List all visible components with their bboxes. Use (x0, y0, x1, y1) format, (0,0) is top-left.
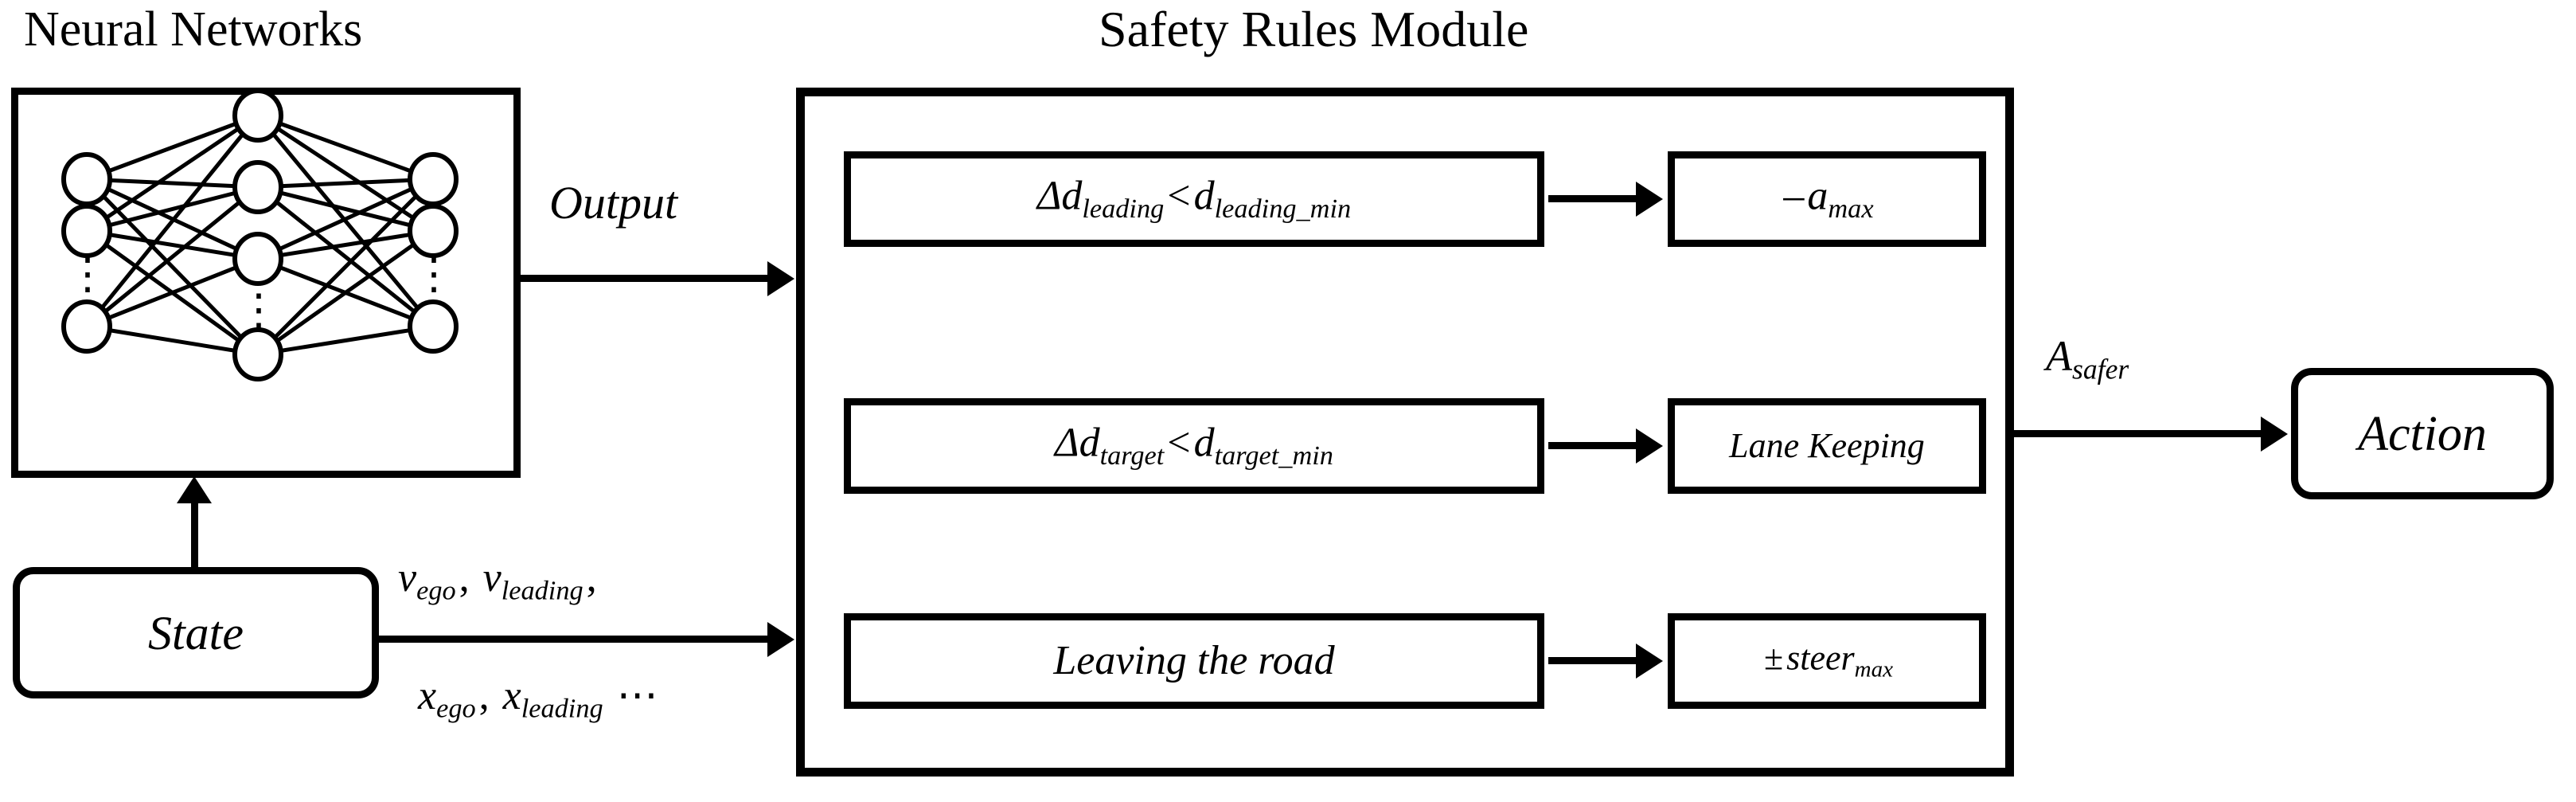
action-label: Action (2358, 406, 2487, 461)
neural-network-graph (61, 88, 459, 381)
state-var-4-base: x (502, 673, 521, 718)
state-var-3-sub: ego (436, 693, 476, 724)
a-safer-label: Asafer (2046, 334, 2129, 384)
state-label: State (148, 606, 244, 659)
safety-rules-module-title: Safety Rules Module (1099, 1, 1529, 57)
rule-1-rhs-sub: leading_min (1214, 193, 1352, 224)
rule-1-operator: < (1167, 173, 1191, 219)
rule-2-rhs-base: d (1193, 420, 1215, 466)
nn-node-input-2 (61, 204, 112, 258)
rule-2-lhs-sub: target (1099, 440, 1165, 471)
rule-1-rhs-base: d (1193, 173, 1215, 219)
nn-output-ellipsis-icon: ⋮ (412, 250, 455, 298)
nn-node-output-3 (408, 299, 459, 354)
output-label: Output (549, 177, 678, 229)
arrow-line-safety-rules-module-to-action (2014, 430, 2262, 437)
nn-node-hidden-4 (232, 327, 283, 381)
arrow-line-state-to-neural-network (191, 502, 198, 567)
arrowhead-state-to-safety-rules-module-icon (767, 622, 794, 657)
state-var-4-sub: leading (521, 693, 603, 724)
act-2-base: Lane Keeping (1729, 426, 1925, 465)
act-1-prefix: – (1783, 173, 1805, 219)
rule-1-lhs-sub: leading (1082, 193, 1165, 224)
rule-2-lhs-base: Δd (1055, 420, 1100, 466)
rule-condition-label-2: Δdtarget<dtarget_min (851, 420, 1537, 471)
state-box: State (13, 567, 379, 698)
arrowhead-rule-3-to-action-3-icon (1636, 644, 1663, 679)
state-var-1-base: v (398, 555, 417, 601)
rule-2-operator: < (1167, 420, 1191, 466)
state-var-2-sub: leading (501, 575, 584, 606)
nn-input-ellipsis-icon: ⋮ (66, 250, 109, 298)
neural-networks-title: Neural Networks (24, 2, 363, 57)
rule-action-label-2: Lane Keeping (1675, 428, 1979, 464)
state-var-2-base: v (482, 555, 502, 601)
rule-2-rhs-sub: target_min (1214, 440, 1333, 471)
rule-3-lhs-base: Leaving the road (1053, 638, 1335, 683)
state-var-2-sep: , (586, 555, 597, 601)
a-safer-base: A (2046, 332, 2072, 380)
rule-condition-box-1: Δdleading<dleading_min (844, 151, 1544, 247)
rule-action-label-1: –amax (1675, 173, 1979, 224)
nn-hidden-ellipsis-icon: ⋮ (237, 286, 280, 334)
state-var-1-sep: , (459, 555, 480, 601)
rule-1-lhs-base: Δd (1036, 173, 1083, 219)
nn-node-hidden-1 (232, 88, 283, 143)
state-var-3-base: x (418, 673, 437, 718)
rule-condition-box-2: Δdtarget<dtarget_min (844, 398, 1544, 494)
nn-node-output-2 (408, 204, 459, 258)
nn-node-hidden-2 (232, 160, 283, 214)
nn-node-input-1 (61, 152, 112, 206)
rule-action-label-3: ±steermax (1675, 638, 1979, 683)
arrowhead-neural-network-to-safety-rules-module-icon (767, 261, 794, 296)
act-3-base: steer (1786, 638, 1855, 678)
state-var-4-sep: ⋯ (606, 673, 658, 718)
arrowhead-safety-rules-module-to-action-icon (2261, 417, 2288, 452)
a-safer-sub: safer (2072, 353, 2129, 385)
arrowhead-rule-1-to-action-1-icon (1636, 182, 1663, 217)
arrowhead-state-to-neural-network-icon (177, 476, 212, 503)
arrow-line-rule-3-to-action-3 (1548, 657, 1637, 664)
nn-edges (85, 113, 435, 357)
rule-condition-label-1: Δdleading<dleading_min (851, 173, 1537, 224)
arrow-line-state-to-safety-rules-module (379, 636, 769, 643)
arrow-line-rule-2-to-action-2 (1548, 442, 1637, 449)
nn-node-input-3 (61, 299, 112, 354)
state-variables-label-line-2: xego, xleading ⋯ (418, 675, 662, 722)
nn-nodes (61, 88, 459, 381)
state-var-3-sep: , (478, 673, 500, 718)
rule-condition-label-3: Leaving the road (851, 640, 1537, 682)
arrow-line-rule-1-to-action-1 (1548, 195, 1637, 202)
state-variables-label-line-1: vego, vleading, (398, 557, 600, 604)
arrowhead-rule-2-to-action-2-icon (1636, 428, 1663, 464)
act-3-prefix: ± (1763, 638, 1784, 678)
nn-node-output-1 (408, 152, 459, 206)
rule-condition-box-3: Leaving the road (844, 613, 1544, 709)
rule-action-box-2: Lane Keeping (1668, 398, 1986, 494)
rule-action-box-1: –amax (1668, 151, 1986, 247)
arrow-line-neural-network-to-safety-rules-module (521, 275, 769, 282)
act-1-base: a (1807, 173, 1829, 219)
action-box: Action (2291, 368, 2554, 499)
rule-action-box-3: ±steermax (1668, 613, 1986, 709)
act-3-sub: max (1854, 656, 1894, 683)
act-1-sub: max (1828, 193, 1874, 224)
state-var-1-sub: ego (416, 575, 456, 606)
nn-node-hidden-3 (232, 232, 283, 286)
